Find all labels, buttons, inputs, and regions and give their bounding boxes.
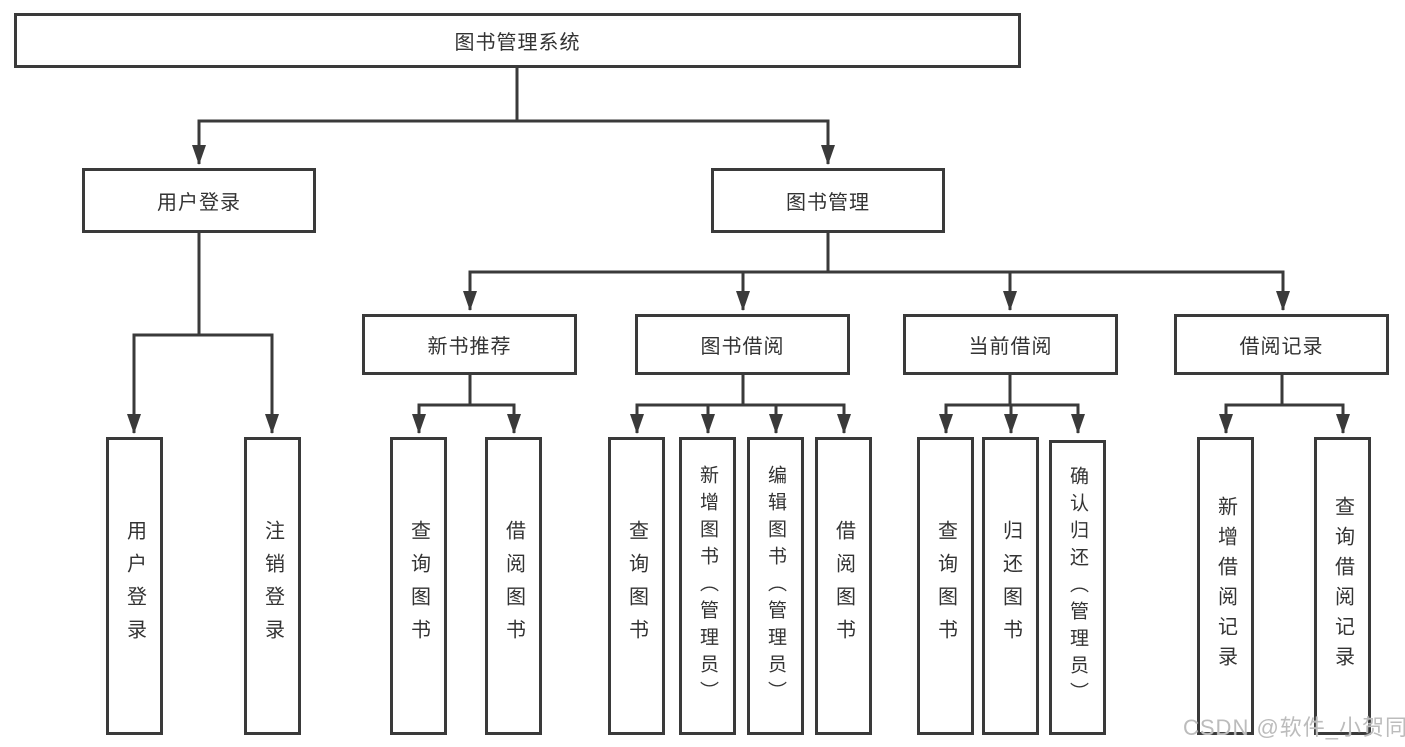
node-borrowing-records: 借阅记录 (1174, 314, 1389, 375)
leaf-query-books-borrowing: 查询图书 (608, 437, 665, 735)
leaf-borrow-books-borrowing: 借阅图书 (815, 437, 872, 735)
leaf-logout: 注销登录 (244, 437, 301, 735)
leaf-add-borrow-record: 新增借阅记录 (1197, 437, 1254, 735)
leaf-query-books-current: 查询图书 (917, 437, 974, 735)
leaf-confirm-return-admin: 确认归还（管理员） (1049, 440, 1106, 735)
leaf-return-books: 归还图书 (982, 437, 1039, 735)
leaf-query-books-recommend: 查询图书 (390, 437, 447, 735)
csdn-watermark: CSDN @软件_小贺同学 (1183, 715, 1405, 740)
node-new-book-recommend: 新书推荐 (362, 314, 577, 375)
node-current-borrowing: 当前借阅 (903, 314, 1118, 375)
leaf-edit-books-admin: 编辑图书（管理员） (747, 437, 804, 735)
node-library-management-system: 图书管理系统 (14, 13, 1021, 68)
node-book-borrowing: 图书借阅 (635, 314, 850, 375)
leaf-borrow-books-recommend: 借阅图书 (485, 437, 542, 735)
node-book-management: 图书管理 (711, 168, 945, 233)
leaf-add-books-admin: 新增图书（管理员） (679, 437, 736, 735)
leaf-user-login: 用户登录 (106, 437, 163, 735)
node-user-login: 用户登录 (82, 168, 316, 233)
leaf-query-borrow-record: 查询借阅记录 (1314, 437, 1371, 735)
